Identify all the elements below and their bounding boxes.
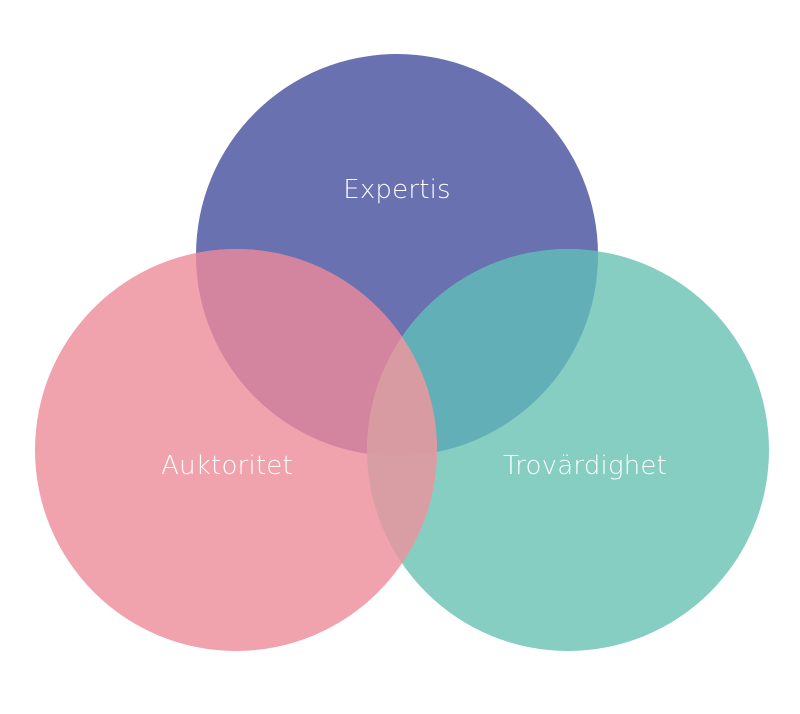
- label-expertis: Expertis: [343, 175, 451, 205]
- label-trovardighet: Trovärdighet: [502, 451, 668, 481]
- label-auktoritet: Auktoritet: [161, 451, 293, 481]
